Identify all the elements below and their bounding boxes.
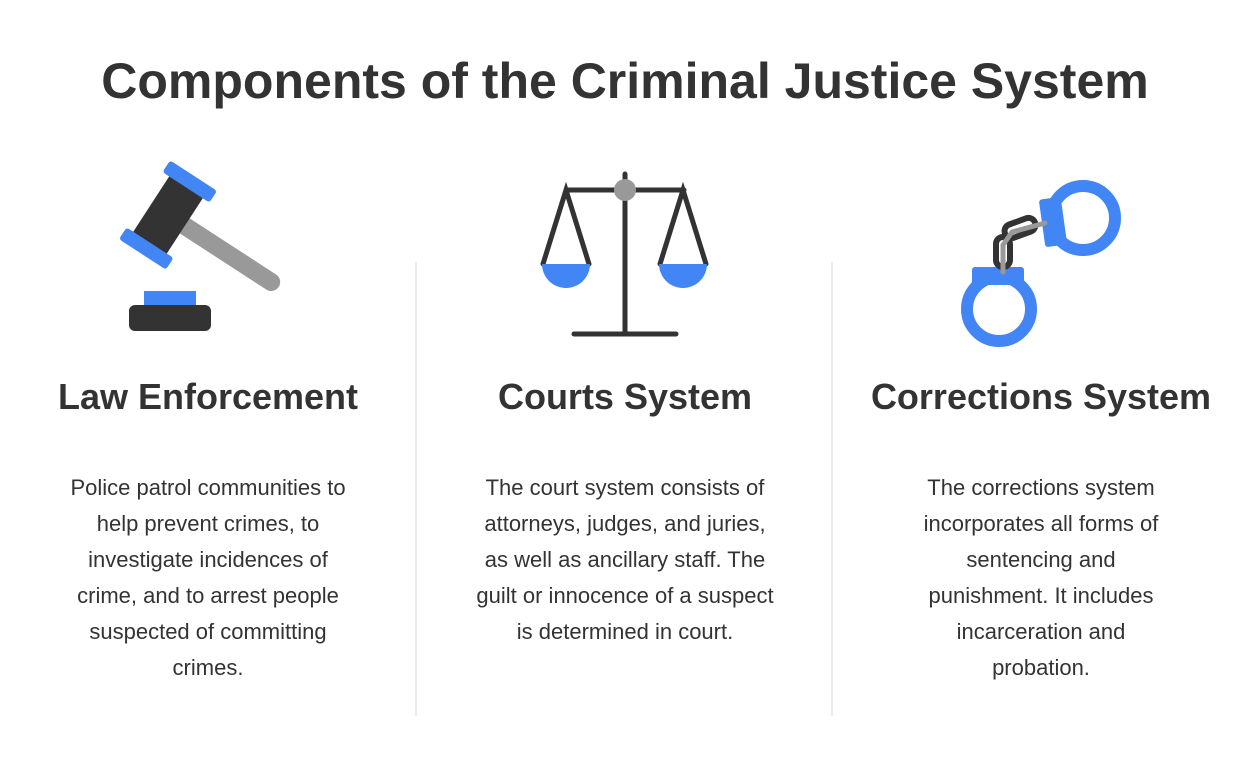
handcuffs-icon [961, 180, 1121, 347]
gavel-icon [120, 161, 281, 331]
column-divider [831, 262, 833, 716]
column-courts-system: Courts System The court system consists … [417, 372, 833, 650]
column-law-enforcement: Law Enforcement Police patrol communitie… [0, 372, 416, 686]
column-heading: Law Enforcement [57, 376, 359, 417]
column-corrections-system: Corrections System The corrections syste… [833, 372, 1249, 686]
column-description: The court system consists of attorneys, … [476, 475, 774, 644]
column-heading: Courts System [497, 376, 753, 417]
column-description: The corrections system incorporates all … [923, 475, 1159, 680]
column-divider [415, 262, 417, 716]
page-title: Components of the Criminal Justice Syste… [101, 53, 1149, 109]
column-heading: Corrections System [870, 376, 1212, 417]
column-description: Police patrol communities to help preven… [70, 475, 346, 680]
scales-icon [540, 171, 709, 337]
